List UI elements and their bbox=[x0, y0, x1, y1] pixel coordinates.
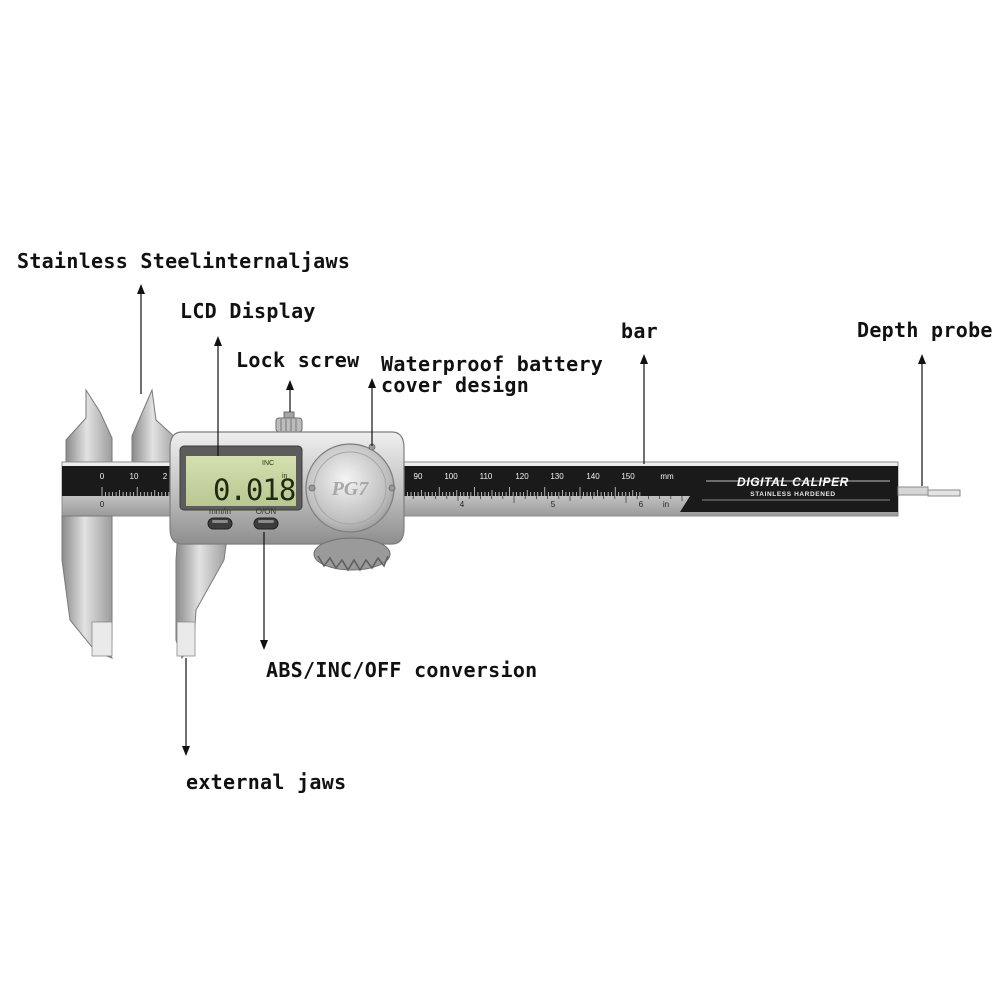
fixed-internal-jaw bbox=[65, 388, 113, 463]
mm-ticks-right bbox=[403, 487, 641, 496]
lcd-inc-indicator: INC bbox=[262, 460, 274, 467]
callout-abs-inc-off: ABS/INC/OFF conversion bbox=[266, 658, 538, 682]
arrow-depth-probe bbox=[918, 354, 926, 486]
arrow-internal-jaws bbox=[137, 284, 145, 394]
in-scale-4: 4 bbox=[460, 500, 465, 509]
mm-in-button-label: mm/in bbox=[209, 507, 231, 516]
callout-battery-cover-line2: cover design bbox=[381, 373, 530, 397]
mm-unit-label: mm bbox=[660, 472, 674, 481]
lcd-screen bbox=[186, 456, 296, 506]
mm-ticks-left bbox=[101, 487, 170, 496]
mm-scale-140: 140 bbox=[586, 472, 600, 481]
lcd-reading: 0.018 bbox=[213, 473, 295, 507]
cover-screw-right bbox=[388, 484, 396, 492]
callout-external-jaws: external jaws bbox=[186, 770, 347, 794]
mm-scale-10: 10 bbox=[130, 472, 139, 481]
depth-probe-body bbox=[897, 486, 929, 496]
brand-text: DIGITAL CALIPER bbox=[737, 475, 849, 489]
mm-scale-120: 120 bbox=[515, 472, 529, 481]
callout-battery-cover: Waterproof battery cover design bbox=[381, 354, 603, 396]
on-off-button[interactable] bbox=[253, 517, 279, 530]
mm-scale-90: 90 bbox=[414, 472, 423, 481]
callout-internal-jaws: Stainless Steelinternaljaws bbox=[17, 249, 351, 273]
lcd-in-indicator: in bbox=[282, 473, 288, 480]
depth-probe-tip bbox=[927, 489, 961, 497]
mm-scale-0: 0 bbox=[100, 472, 105, 481]
thumb-wheel bbox=[313, 537, 391, 572]
callout-lock-screw: Lock screw bbox=[236, 348, 360, 372]
mm-scale-20: 2 bbox=[163, 472, 168, 481]
in-scale-6: 6 bbox=[639, 500, 644, 509]
logo-text: PG7 bbox=[331, 478, 370, 500]
brand-subtext: STAINLESS HARDENED bbox=[750, 491, 835, 498]
callout-bar: bar bbox=[621, 319, 659, 343]
brand-band bbox=[680, 476, 898, 512]
arrow-external-jaws bbox=[182, 658, 190, 756]
callout-depth-probe: Depth probe bbox=[857, 318, 993, 342]
in-scale-5: 5 bbox=[551, 500, 556, 509]
arrow-lcd-display bbox=[214, 336, 222, 456]
on-off-button-label: O/ON bbox=[256, 507, 277, 516]
mm-scale-150: 150 bbox=[621, 472, 635, 481]
arrow-lock-screw bbox=[286, 380, 294, 412]
lock-screw bbox=[275, 417, 303, 433]
inch-ticks bbox=[401, 496, 683, 503]
cover-screw-left bbox=[308, 484, 316, 492]
callout-battery-cover-line1: Waterproof battery bbox=[381, 352, 604, 376]
arrow-bar bbox=[640, 354, 648, 464]
mm-in-button[interactable] bbox=[207, 517, 233, 530]
callout-lcd-display: LCD Display bbox=[180, 299, 316, 323]
in-unit-label: in bbox=[663, 500, 669, 509]
mm-scale-130: 130 bbox=[550, 472, 564, 481]
arrow-battery-cover bbox=[368, 378, 376, 446]
in-scale-0: 0 bbox=[100, 500, 105, 509]
mm-scale-110: 110 bbox=[480, 472, 493, 481]
arrow-abs-inc-off bbox=[260, 532, 268, 650]
mm-scale-100: 100 bbox=[444, 472, 458, 481]
